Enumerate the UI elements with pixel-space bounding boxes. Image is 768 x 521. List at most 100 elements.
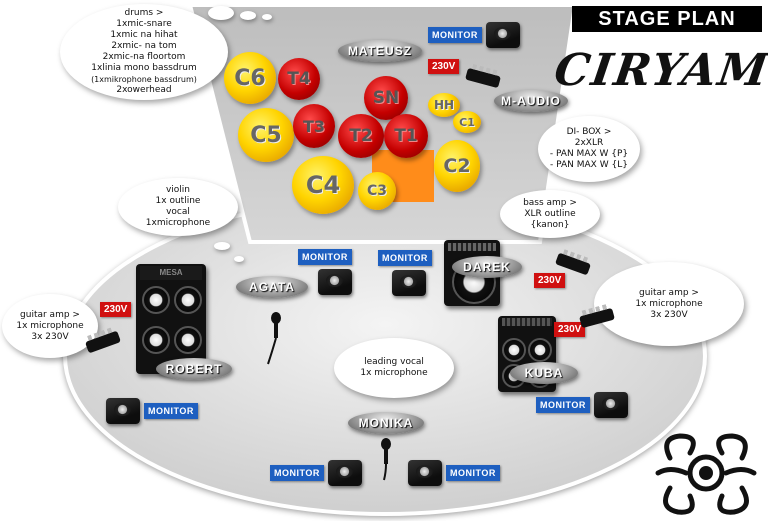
power-label-kuba: 230V	[554, 322, 586, 337]
monitor-label: MONITOR	[536, 397, 590, 413]
guitar-right-note-cloud: guitar amp > 1x microphone 3x 230V	[594, 262, 744, 346]
musician-darek: DAREK	[452, 256, 522, 278]
guitar-left-note-line: 3x 230V	[31, 331, 69, 342]
monitor-wedge-icon	[318, 269, 352, 295]
guitar-right-note-line: 1x microphone	[635, 298, 703, 309]
musician-darek-label: DAREK	[463, 260, 511, 274]
monitor-label: MONITOR	[428, 27, 482, 43]
drums-note-line: 2xmic-na floortom	[102, 52, 186, 62]
lead-vocal-note-cloud: leading vocal 1x microphone	[334, 338, 454, 398]
power-label-robert: 230V	[100, 302, 132, 317]
bass-note-line: {kanon}	[530, 219, 570, 230]
monitor-wedge-icon	[485, 22, 520, 48]
cymbal-c5-label: C5	[250, 122, 282, 148]
monitor-darek: MONITOR	[378, 250, 432, 296]
musician-kuba-label: KUBA	[524, 366, 564, 380]
speaker-icon	[142, 286, 170, 314]
band-logo-text: CIRYAM	[551, 44, 768, 96]
drums-note-line: 2xmic- na tom	[111, 41, 177, 51]
cymbal-c1: C1	[453, 111, 481, 133]
drums-note-line: 1xmic na hihat	[110, 30, 178, 40]
cymbal-c4-label: C4	[305, 171, 341, 199]
di-note-line: - PAN MAX W {P}	[549, 149, 629, 159]
ornament-logo	[655, 433, 757, 515]
monitor-wedge-icon	[408, 460, 442, 486]
cloud-puff	[234, 256, 244, 262]
guitar-left-note-cloud: guitar amp > 1x microphone 3x 230V	[2, 294, 98, 358]
hihat-hh-label: HH	[433, 98, 455, 112]
monitor-label: MONITOR	[144, 403, 198, 419]
lead-vocal-note-line: leading vocal	[364, 357, 424, 367]
monitor-wedge-icon	[106, 398, 140, 424]
violin-note-line: 1x outline	[155, 196, 201, 206]
drums-note-line: 1xmic-snare	[116, 19, 172, 29]
musician-mateusz-label: MATEUSZ	[347, 44, 413, 58]
di-note-line: DI- BOX >	[566, 127, 612, 137]
cymbal-c3: C3	[358, 172, 396, 210]
cymbal-c4: C4	[292, 156, 354, 214]
cymbal-c2-label: C2	[443, 155, 471, 177]
violin-note-cloud: violin 1x outline vocal 1xmicrophone	[118, 178, 238, 236]
monitor-wedge-icon	[392, 270, 426, 296]
device-m-audio: M-AUDIO	[494, 90, 568, 112]
cymbal-c5: C5	[238, 108, 294, 162]
monitor-kuba: MONITOR	[536, 392, 628, 418]
guitar-right-note-line: 3x 230V	[650, 309, 688, 320]
guitar-left-note-line: 1x microphone	[16, 320, 84, 331]
monitor-wedge-icon	[593, 392, 628, 418]
power-label-darek: 230V	[534, 273, 566, 288]
di-note-line: - PAN MAX W {L}	[550, 160, 628, 170]
musician-robert: ROBERT	[156, 358, 232, 380]
musician-mateusz: MATEUSZ	[338, 40, 422, 62]
cloud-puff	[214, 242, 230, 250]
di-note-line: 2xXLR	[574, 138, 604, 148]
di-box-note-cloud: DI- BOX > 2xXLR - PAN MAX W {P} - PAN MA…	[538, 116, 640, 182]
musician-monika-label: MONIKA	[358, 416, 414, 430]
page-title: STAGE PLAN	[598, 7, 736, 30]
speaker-icon	[174, 286, 202, 314]
guitar-right-note-line: guitar amp >	[639, 287, 699, 298]
device-m-audio-label: M-AUDIO	[501, 94, 561, 108]
musician-robert-label: ROBERT	[165, 362, 223, 376]
bass-note-line: bass amp >	[523, 197, 577, 208]
tom-t4: T4	[278, 58, 320, 100]
power-label-drums: 230V	[428, 59, 460, 74]
title-banner: STAGE PLAN	[572, 6, 762, 32]
monitor-label: MONITOR	[446, 465, 500, 481]
snare-sn-label: SN	[372, 88, 400, 108]
monitor-label: MONITOR	[298, 249, 352, 265]
musician-monika: MONIKA	[348, 412, 424, 434]
tom-t3-label: T3	[302, 116, 326, 136]
lead-vocal-note-line: 1x microphone	[360, 368, 428, 378]
amp-brand: MESA	[140, 266, 202, 280]
guitar-left-note-line: guitar amp >	[20, 309, 80, 320]
monitor-monika-left: MONITOR	[270, 460, 362, 486]
drums-note-line: (1xmikrophone bassdrum)	[91, 75, 197, 84]
tom-t4-label: T4	[287, 69, 311, 89]
bass-note-cloud: bass amp > XLR outline {kanon}	[500, 190, 600, 238]
speaker-icon	[142, 326, 170, 354]
monitor-wedge-icon	[327, 460, 362, 486]
drums-note-line: 2xowerhead	[116, 85, 172, 95]
cymbal-c6-label: C6	[234, 65, 266, 91]
drums-note-cloud: drums > 1xmic-snare 1xmic na hihat 2xmic…	[60, 4, 228, 100]
monitor-mateusz: MONITOR	[428, 22, 520, 48]
speaker-icon	[174, 326, 202, 354]
violin-note-line: vocal	[166, 207, 190, 217]
musician-agata: AGATA	[236, 276, 308, 298]
hihat-hh: HH	[428, 93, 460, 117]
musician-agata-label: AGATA	[249, 280, 295, 294]
violin-note-line: 1xmicrophone	[145, 218, 211, 228]
speaker-icon	[502, 338, 526, 362]
guitar-amp-robert: MESA	[136, 264, 206, 374]
drums-note-line: drums >	[124, 8, 164, 18]
snare-sn: SN	[364, 76, 408, 120]
cymbal-c1-label: C1	[459, 115, 475, 129]
cymbal-c6: C6	[224, 52, 276, 104]
cymbal-c3-label: C3	[366, 183, 387, 199]
musician-kuba: KUBA	[510, 362, 578, 384]
violin-note-line: violin	[165, 185, 191, 195]
monitor-label: MONITOR	[270, 465, 324, 481]
band-logo: CIRYAM	[551, 38, 768, 102]
